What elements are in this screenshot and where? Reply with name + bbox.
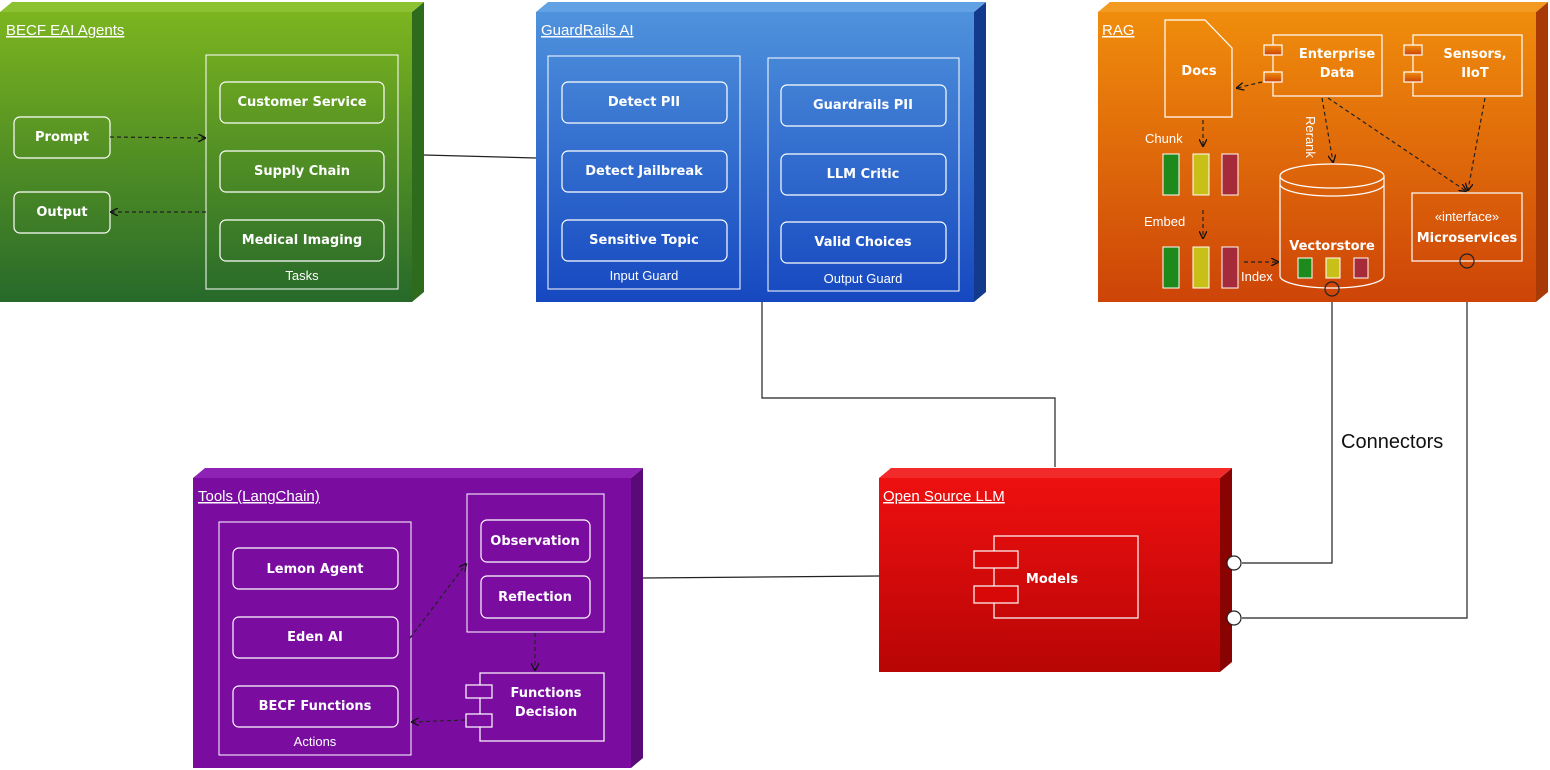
- guardrails-node-body: [536, 12, 974, 302]
- tools-to-llm-line: [642, 575, 880, 579]
- svg-text:Valid Choices: Valid Choices: [814, 235, 912, 250]
- prompt-label: Prompt: [35, 130, 89, 145]
- sensors-iiot-component[interactable]: Sensors, IIoT: [1403, 34, 1523, 97]
- agents-to-guardrails-line: [423, 154, 537, 159]
- embed-bar-yellow: [1192, 246, 1210, 289]
- models-label: Models: [1026, 572, 1078, 587]
- microservices-interface[interactable]: «interface» Microservices: [1411, 192, 1523, 262]
- embed-bar-red: [1221, 246, 1239, 289]
- svg-text:IIoT: IIoT: [1461, 66, 1489, 81]
- chunk-bar-yellow: [1192, 153, 1210, 196]
- output-guard-caption: Output Guard: [824, 271, 903, 286]
- llm-node-body: [879, 478, 1220, 672]
- output-label: Output: [36, 205, 87, 220]
- svg-text:Supply Chain: Supply Chain: [254, 164, 350, 179]
- task-medical-imaging[interactable]: Medical Imaging: [219, 219, 385, 262]
- llm-node: Open Source LLM Models: [879, 468, 1242, 672]
- svg-text:Reflection: Reflection: [498, 590, 572, 605]
- svg-text:Sensors,: Sensors,: [1443, 47, 1506, 62]
- rag-node: RAG Docs Enterprise Data Sensors, IIoT C…: [1098, 2, 1548, 302]
- guardrails-to-llm-line: [761, 302, 1056, 467]
- models-component[interactable]: Models: [973, 535, 1139, 619]
- microservices-label: Microservices: [1417, 231, 1518, 246]
- chunk-label: Chunk: [1145, 131, 1183, 146]
- svg-text:Detect Jailbreak: Detect Jailbreak: [585, 164, 703, 179]
- embed-bar-green: [1162, 246, 1180, 289]
- agents-title[interactable]: BECF EAI Agents: [6, 22, 124, 39]
- svg-text:BECF Functions: BECF Functions: [259, 699, 372, 714]
- lemon-agent-box[interactable]: Lemon Agent: [232, 547, 399, 590]
- microservices-connector-line: [1242, 268, 1468, 619]
- actions-caption: Actions: [294, 734, 337, 749]
- chunk-bar-red: [1221, 153, 1239, 196]
- rag-flow-arrows: [1203, 81, 1486, 262]
- llm-title[interactable]: Open Source LLM: [883, 488, 1005, 505]
- functions-decision-component[interactable]: Functions Decision: [465, 672, 605, 742]
- enterprise-data-component[interactable]: Enterprise Data: [1263, 34, 1383, 97]
- llm-critic-box[interactable]: LLM Critic: [780, 153, 947, 196]
- detect-pii-box[interactable]: Detect PII: [561, 81, 728, 124]
- guardrails-title[interactable]: GuardRails AI: [541, 22, 634, 39]
- llm-microservices-socket[interactable]: [1226, 610, 1242, 626]
- input-guard-frame: [547, 55, 741, 290]
- tools-title[interactable]: Tools (LangChain): [198, 488, 320, 505]
- svg-text:Guardrails PII: Guardrails PII: [813, 98, 913, 113]
- vectorstore-label: Vectorstore: [1289, 239, 1375, 254]
- output-guard-frame: [767, 57, 960, 292]
- task-customer-service[interactable]: Customer Service: [219, 81, 385, 124]
- becf-functions-box[interactable]: BECF Functions: [232, 685, 399, 728]
- task-supply-chain[interactable]: Supply Chain: [219, 150, 385, 193]
- interface-stereotype: «interface»: [1435, 209, 1499, 224]
- rerank-label: Rerank: [1303, 116, 1318, 158]
- chunk-vectors: [1162, 153, 1239, 196]
- chunk-bar-green: [1162, 153, 1180, 196]
- svg-text:LLM Critic: LLM Critic: [827, 167, 900, 182]
- decision-to-becf-functions-arrow: [412, 720, 466, 722]
- valid-choices-box[interactable]: Valid Choices: [780, 221, 947, 264]
- svg-text:Sensitive Topic: Sensitive Topic: [589, 233, 699, 248]
- guardrails-node: GuardRails AI Input Guard Detect PII Det…: [536, 2, 986, 302]
- connection-lines: [423, 154, 1468, 619]
- observation-box[interactable]: Observation: [480, 519, 591, 563]
- enterprise-to-docs-arrow: [1237, 81, 1263, 88]
- tools-flow-arrows: [409, 564, 535, 722]
- svg-text:Lemon Agent: Lemon Agent: [266, 562, 363, 577]
- docs-label: Docs: [1181, 64, 1216, 79]
- enterprise-to-vectorstore-arrow: [1321, 97, 1333, 162]
- connectors-label: Connectors: [1341, 431, 1443, 453]
- detect-jailbreak-box[interactable]: Detect Jailbreak: [561, 150, 728, 193]
- microservices-port[interactable]: [1459, 253, 1475, 269]
- sensors-to-microservices-arrow: [1468, 97, 1486, 190]
- docs-document[interactable]: Docs: [1164, 19, 1233, 118]
- input-guard-caption: Input Guard: [610, 268, 679, 283]
- embed-label: Embed: [1144, 214, 1185, 229]
- svg-text:Enterprise: Enterprise: [1299, 47, 1375, 62]
- actions-frame: [218, 521, 412, 756]
- eden-to-observation-arrow: [409, 564, 466, 639]
- index-label: Index: [1241, 269, 1273, 284]
- svg-text:Decision: Decision: [515, 705, 577, 720]
- svg-text:Eden AI: Eden AI: [287, 630, 343, 645]
- svg-text:Customer Service: Customer Service: [237, 95, 366, 110]
- vectorstore-connector-line: [1242, 295, 1333, 564]
- svg-text:Observation: Observation: [490, 534, 579, 549]
- svg-text:Medical Imaging: Medical Imaging: [242, 233, 362, 248]
- vectorstore-database[interactable]: Vectorstore: [1279, 163, 1385, 289]
- tools-node: Tools (LangChain) Actions Lemon Agent Ed…: [193, 468, 643, 768]
- agents-node: BECF EAI Agents Tasks Prompt Output Cust…: [0, 2, 424, 302]
- eden-ai-box[interactable]: Eden AI: [232, 616, 399, 659]
- svg-text:Detect PII: Detect PII: [608, 95, 680, 110]
- embed-vectors: [1162, 246, 1239, 289]
- reflection-box[interactable]: Reflection: [480, 575, 591, 619]
- tasks-caption: Tasks: [285, 268, 319, 283]
- llm-vectorstore-socket[interactable]: [1226, 555, 1242, 571]
- rag-title[interactable]: RAG: [1102, 22, 1135, 39]
- svg-text:Data: Data: [1320, 66, 1355, 81]
- sensitive-topic-box[interactable]: Sensitive Topic: [561, 219, 728, 262]
- prompt-to-tasks-arrow: [109, 137, 205, 138]
- svg-text:Functions: Functions: [510, 686, 581, 701]
- guardrails-pii-box[interactable]: Guardrails PII: [780, 84, 947, 127]
- vectorstore-port[interactable]: [1324, 281, 1340, 297]
